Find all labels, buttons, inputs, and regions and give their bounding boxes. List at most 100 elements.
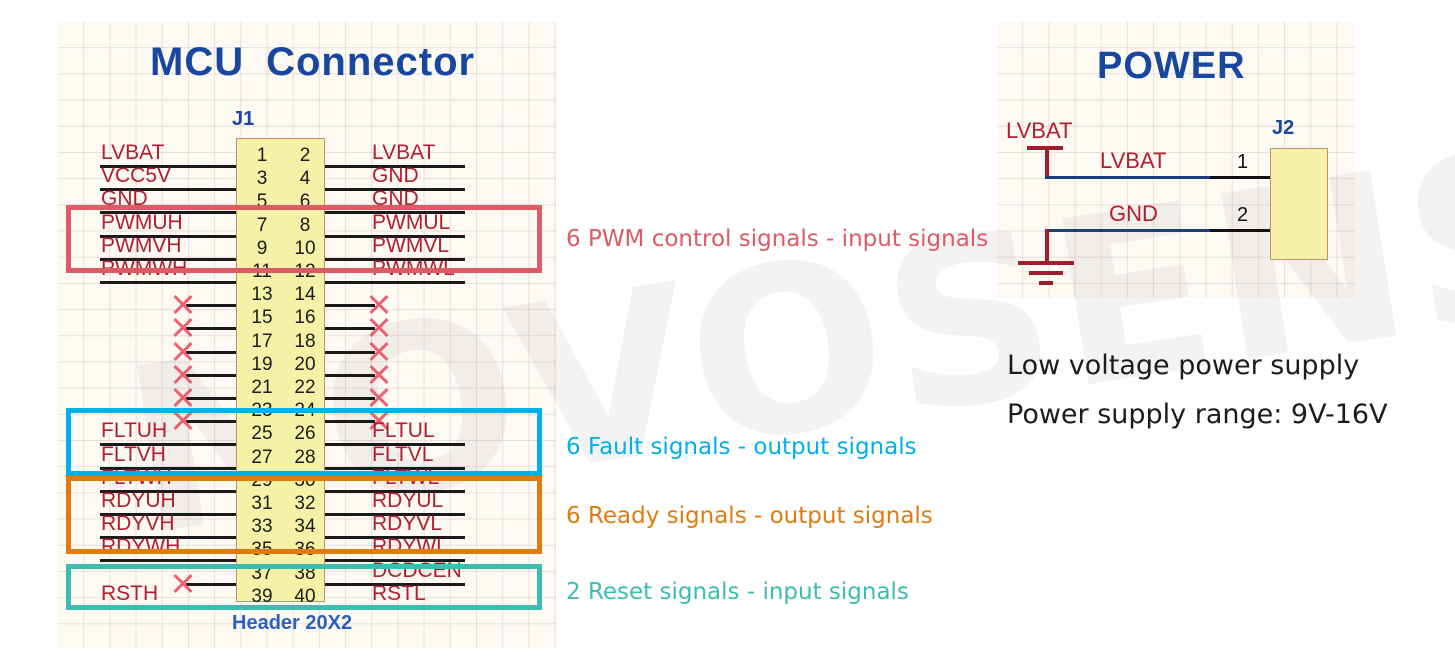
wire-right-pin-4 (325, 188, 465, 191)
pin-number-31: 31 (251, 493, 273, 514)
pin-number-6: 6 (299, 191, 311, 213)
group-box-reset (66, 564, 542, 610)
mcu-title-word-1: MCU (150, 40, 245, 84)
wire-right-pin-26 (325, 443, 465, 446)
wire-right-pin-32 (325, 513, 465, 516)
wire-left-pin-31 (100, 513, 236, 516)
wire-left-pin-5 (100, 211, 236, 214)
pin-number-j2-2: 2 (1237, 204, 1249, 226)
wire-gnd-black (1210, 229, 1270, 232)
group-box-pwm (66, 205, 542, 273)
footprint-label-j1: Header 20X2 (232, 612, 353, 634)
net-label-left-pin-31: RDYUH (101, 489, 176, 512)
pin-number-15: 15 (251, 307, 273, 329)
pin-number-33: 33 (251, 516, 273, 538)
wire-left-pin-37 (186, 583, 236, 586)
wire-left-pin-33 (100, 536, 236, 539)
wire-lvbat-black (1210, 176, 1270, 179)
note-supply-range: Power supply range: 9V-16V (1007, 399, 1388, 430)
refdes-j2: J2 (1272, 117, 1295, 139)
net-label-gnd: GND (1109, 201, 1158, 226)
wire-left-pin-29 (100, 490, 236, 493)
pin-number-20: 20 (294, 353, 316, 375)
net-label-right-pin-8: PWMUL (372, 211, 451, 234)
net-label-right-pin-40: RSTL (372, 582, 426, 605)
wire-right-pin-28 (325, 467, 465, 470)
wire-right-pin-24 (325, 420, 375, 423)
net-label-left-pin-33: RDYVH (101, 512, 175, 535)
wire-right-pin-8 (325, 235, 465, 238)
net-label-left-pin-25: FLTUH (101, 419, 168, 442)
wire-left-pin-15 (186, 327, 236, 330)
net-label-left-pin-3: VCC5V (101, 164, 172, 187)
wire-right-pin-6 (325, 211, 465, 214)
net-label-right-pin-4: GND (372, 164, 419, 187)
net-label-right-pin-28: FLTVL (372, 443, 434, 466)
mcu-title-word-2: Connector (266, 40, 476, 84)
wire-left-pin-19 (186, 374, 236, 377)
net-label-left-pin-1: LVBAT (101, 141, 165, 164)
pin-number-9: 9 (256, 237, 268, 259)
wire-left-pin-17 (186, 351, 236, 354)
wire-left-pin-21 (186, 397, 236, 400)
net-label-right-pin-34: RDYVL (372, 512, 443, 535)
no-connect-icon-pin-15 (172, 316, 194, 338)
pin-number-25: 25 (251, 423, 273, 445)
mcu-connector-title: MCU Connector (150, 40, 475, 85)
wire-right-pin-34 (325, 536, 465, 539)
power-port-bar (1027, 146, 1063, 150)
note-low-voltage: Low voltage power supply (1007, 350, 1360, 381)
wire-right-pin-18 (325, 351, 375, 354)
net-label-left-pin-39: RSTH (101, 582, 159, 605)
net-label-right-pin-2: LVBAT (372, 141, 436, 164)
annotation-ready: 6 Ready signals - output signals (566, 503, 933, 529)
pin-number-34: 34 (294, 516, 316, 538)
wire-right-pin-12 (325, 281, 465, 284)
wire-left-pin-25 (100, 443, 236, 446)
wire-left-pin-7 (100, 235, 236, 238)
pin-number-22: 22 (294, 377, 316, 398)
no-connect-icon-pin-20 (368, 363, 390, 385)
no-connect-icon-pin-17 (172, 340, 194, 362)
pin-number-18: 18 (294, 330, 316, 352)
pin-number-26: 26 (294, 423, 316, 445)
pin-number-16: 16 (294, 307, 316, 329)
pin-number-27: 27 (251, 446, 273, 468)
ground-symbol-bar-1 (1018, 261, 1074, 265)
power-port-stem (1045, 146, 1049, 176)
net-label-right-pin-32: RDYUL (372, 489, 444, 512)
connector-body-j1 (236, 138, 325, 602)
pin-number-5: 5 (256, 191, 268, 213)
connector-body-j2 (1270, 148, 1328, 260)
wire-left-pin-35 (100, 559, 236, 562)
wire-right-pin-10 (325, 258, 465, 261)
pin-number-2: 2 (299, 145, 311, 166)
wire-right-pin-20 (325, 374, 375, 377)
wire-lvbat-blue (1045, 176, 1267, 179)
wire-gnd-blue (1045, 229, 1267, 232)
wire-right-pin-36 (325, 559, 465, 562)
refdes-j1: J1 (232, 108, 255, 130)
pin-number-40: 40 (294, 585, 316, 607)
net-label-left-pin-5: GND (101, 187, 148, 210)
power-port-label-lvbat: LVBAT (1006, 118, 1073, 143)
net-label-left-pin-27: FLTVH (101, 443, 166, 466)
annotation-fault: 6 Fault signals - output signals (566, 434, 917, 460)
wire-right-pin-30 (325, 490, 465, 493)
wire-left-pin-11 (100, 281, 236, 284)
no-connect-icon-pin-16 (368, 316, 390, 338)
wire-right-pin-14 (325, 304, 375, 307)
annotation-pwm: 6 PWM control signals - input signals (566, 226, 989, 252)
pin-number-28: 28 (294, 446, 316, 468)
wire-left-pin-3 (100, 188, 236, 191)
pin-number-1: 1 (256, 145, 268, 166)
pin-number-39: 39 (251, 585, 273, 607)
net-label-lvbat: LVBAT (1100, 148, 1167, 173)
pin-number-8: 8 (299, 214, 311, 236)
pin-number-4: 4 (299, 168, 311, 190)
pin-number-14: 14 (294, 284, 316, 306)
power-title: POWER (1097, 45, 1246, 87)
no-connect-icon-pin-13 (172, 293, 194, 315)
ground-symbol-bar-3 (1039, 281, 1053, 285)
